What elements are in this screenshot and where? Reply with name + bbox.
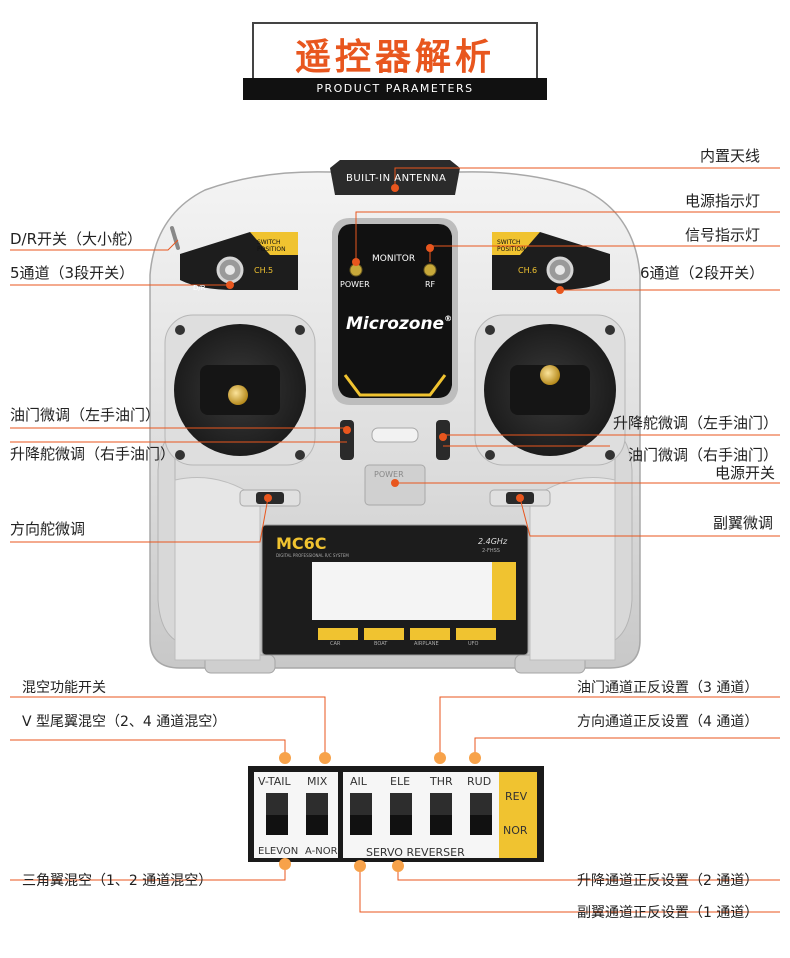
panel-label-nor: NOR xyxy=(503,824,528,837)
left-switch-plate-label: SWITCH POSITION xyxy=(257,239,286,253)
callout-vtail-mix: V 型尾翼混空（2、4 通道混空） xyxy=(22,714,227,730)
panel-label-rev: REV xyxy=(505,790,528,803)
freq-sub-label: 2-FHSS xyxy=(482,548,500,554)
power-switch[interactable] xyxy=(364,427,426,506)
device-lower-panel xyxy=(261,524,529,656)
callout-throttle-reverse: 油门通道正反设置（3 通道） xyxy=(577,680,759,696)
mode-car: CAR xyxy=(330,641,341,647)
ch5-toggle-switch[interactable] xyxy=(216,256,244,284)
right-switch-plate-label: SWITCH POSITION xyxy=(497,239,526,253)
page-title: 遥控器解析 xyxy=(294,37,495,78)
mode-ufo: UFO xyxy=(468,641,479,647)
page-header: 遥控器解析 PRODUCT PARAMETERS xyxy=(0,0,790,105)
callout-signal-led: 信号指示灯 xyxy=(685,226,761,244)
callout-elevon-mix: 三角翼混空（1、2 通道混空） xyxy=(22,873,213,889)
panel-label-ail: AIL xyxy=(350,775,367,788)
callout-aileron-reverse: 副翼通道正反设置（1 通道） xyxy=(577,905,759,921)
dr-plate-label: D/R xyxy=(193,284,206,292)
panel-label-mix: MIX xyxy=(307,775,328,788)
model-sub-label: DIGITAL PROFESSIONAL R/C SYSTEM xyxy=(276,553,349,558)
freq-label: 2.4GHz xyxy=(478,537,508,546)
dr-switch[interactable] xyxy=(170,226,180,250)
callout-markers xyxy=(226,184,564,872)
page-subtitle: PRODUCT PARAMETERS xyxy=(316,82,474,95)
mode-boat: BOAT xyxy=(374,641,388,647)
dip-switches[interactable] xyxy=(266,793,492,835)
callout-antenna: 内置天线 xyxy=(700,147,761,165)
callout-throttle-trim-right: 油门微调（右手油门） xyxy=(628,446,779,464)
right-stick-gimbal[interactable] xyxy=(474,314,626,466)
power-plate-label: POWER xyxy=(374,470,404,479)
callout-power-led: 电源指示灯 xyxy=(685,192,761,210)
callout-aileron-trim: 副翼微调 xyxy=(713,514,774,532)
panel-label-servo-reverser: SERVO REVERSER xyxy=(366,846,465,859)
mode-airplane: AIRPLANE xyxy=(414,641,439,647)
callout-elevator-trim-right: 升降舵微调（右手油门） xyxy=(10,445,176,463)
callout-elevator-trim-left: 升降舵微调（左手油门） xyxy=(613,414,779,432)
panel-label-rud: RUD xyxy=(467,775,492,788)
callout-rudder-trim: 方向舵微调 xyxy=(10,520,86,538)
title-box xyxy=(252,22,538,80)
model-label: MC6C xyxy=(276,534,327,553)
callout-rudder-reverse: 方向通道正反设置（4 通道） xyxy=(577,714,759,730)
brand-logo: Microzone® xyxy=(346,314,452,334)
brand-mark: ® xyxy=(444,314,453,323)
subtitle-strip: PRODUCT PARAMETERS xyxy=(243,78,547,100)
callout-power-switch: 电源开关 xyxy=(715,464,776,482)
ch6-label: CH.6 xyxy=(518,266,538,275)
panel-label-ele: ELE xyxy=(390,775,411,788)
rf-led-label: RF xyxy=(425,280,436,289)
callout-elevator-reverse: 升降通道正反设置（2 通道） xyxy=(577,873,759,889)
callout-mix-switch: 混空功能开关 xyxy=(22,680,106,696)
power-led-label: POWER xyxy=(340,280,370,289)
ch6-toggle-switch[interactable] xyxy=(546,256,574,284)
panel-label-vtail: V-TAIL xyxy=(258,775,291,788)
panel-label-elevon: ELEVON xyxy=(258,846,299,857)
monitor-label: MONITOR xyxy=(372,254,416,264)
callout-ch5: 5通道（3段开关） xyxy=(10,264,135,282)
ch5-label: CH.5 xyxy=(254,266,274,275)
brand-name: Microzone xyxy=(346,314,445,334)
panel-label-anor: A-NOR xyxy=(305,846,338,857)
callout-throttle-trim-left: 油门微调（左手油门） xyxy=(10,406,161,424)
rf-led xyxy=(423,263,437,277)
callout-ch6: 6通道（2段开关） xyxy=(640,264,765,282)
callout-dr-switch: D/R开关（大小舵） xyxy=(10,230,143,248)
antenna-plate-label: BUILT-IN ANTENNA xyxy=(346,173,447,184)
title-frame: 遥控器解析 xyxy=(252,22,538,92)
panel-label-thr: THR xyxy=(430,775,453,788)
